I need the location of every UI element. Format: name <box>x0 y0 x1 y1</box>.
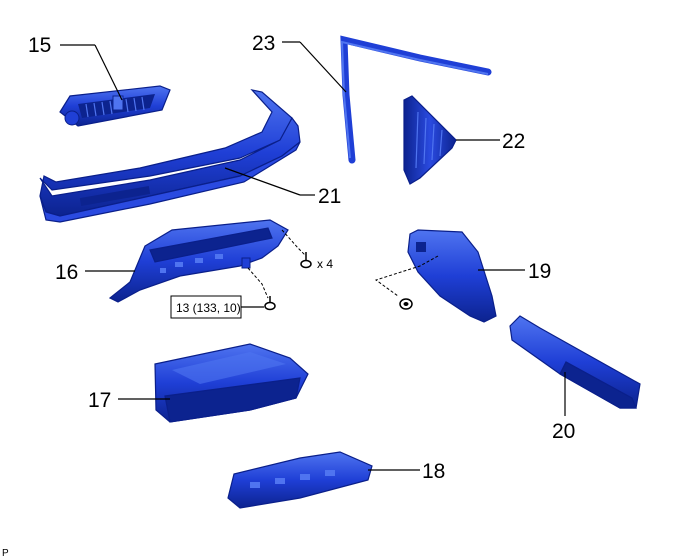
callout-17: 17 <box>88 389 111 412</box>
part-18-lower-cover <box>227 451 373 509</box>
part-19-cowl-side-trim <box>407 229 497 323</box>
callout-21: 21 <box>318 185 341 208</box>
dashed-screw-path <box>281 229 306 256</box>
corner-mark: P <box>2 548 9 559</box>
part-21-lower-panel <box>39 89 301 223</box>
screw-quantity: x 4 <box>317 257 333 271</box>
part-15-center-register <box>59 85 171 127</box>
dashed-clip-path <box>374 255 439 297</box>
callout-20: 20 <box>552 420 575 443</box>
leader-23b <box>299 41 347 93</box>
bolt-icon <box>264 296 276 311</box>
callout-19: 19 <box>528 260 551 283</box>
clip-icon <box>399 298 413 310</box>
torque-spec: 13 (133, 10) <box>176 301 241 315</box>
callout-18: 18 <box>422 460 445 483</box>
part-22-side-register <box>403 95 457 185</box>
leader-21 <box>224 167 301 196</box>
dashed-bolt-path <box>247 267 269 299</box>
leader-15b <box>94 44 123 101</box>
callout-15: 15 <box>28 34 51 57</box>
screw-icon <box>300 252 312 269</box>
callout-23: 23 <box>252 32 275 55</box>
part-16-glove-box-frame <box>108 219 289 303</box>
callout-16: 16 <box>55 261 78 284</box>
part-17-glove-box <box>154 343 309 423</box>
callout-22: 22 <box>502 130 525 153</box>
part-23-weatherstrip <box>340 35 492 164</box>
part-20-scuff-plate <box>509 315 641 409</box>
